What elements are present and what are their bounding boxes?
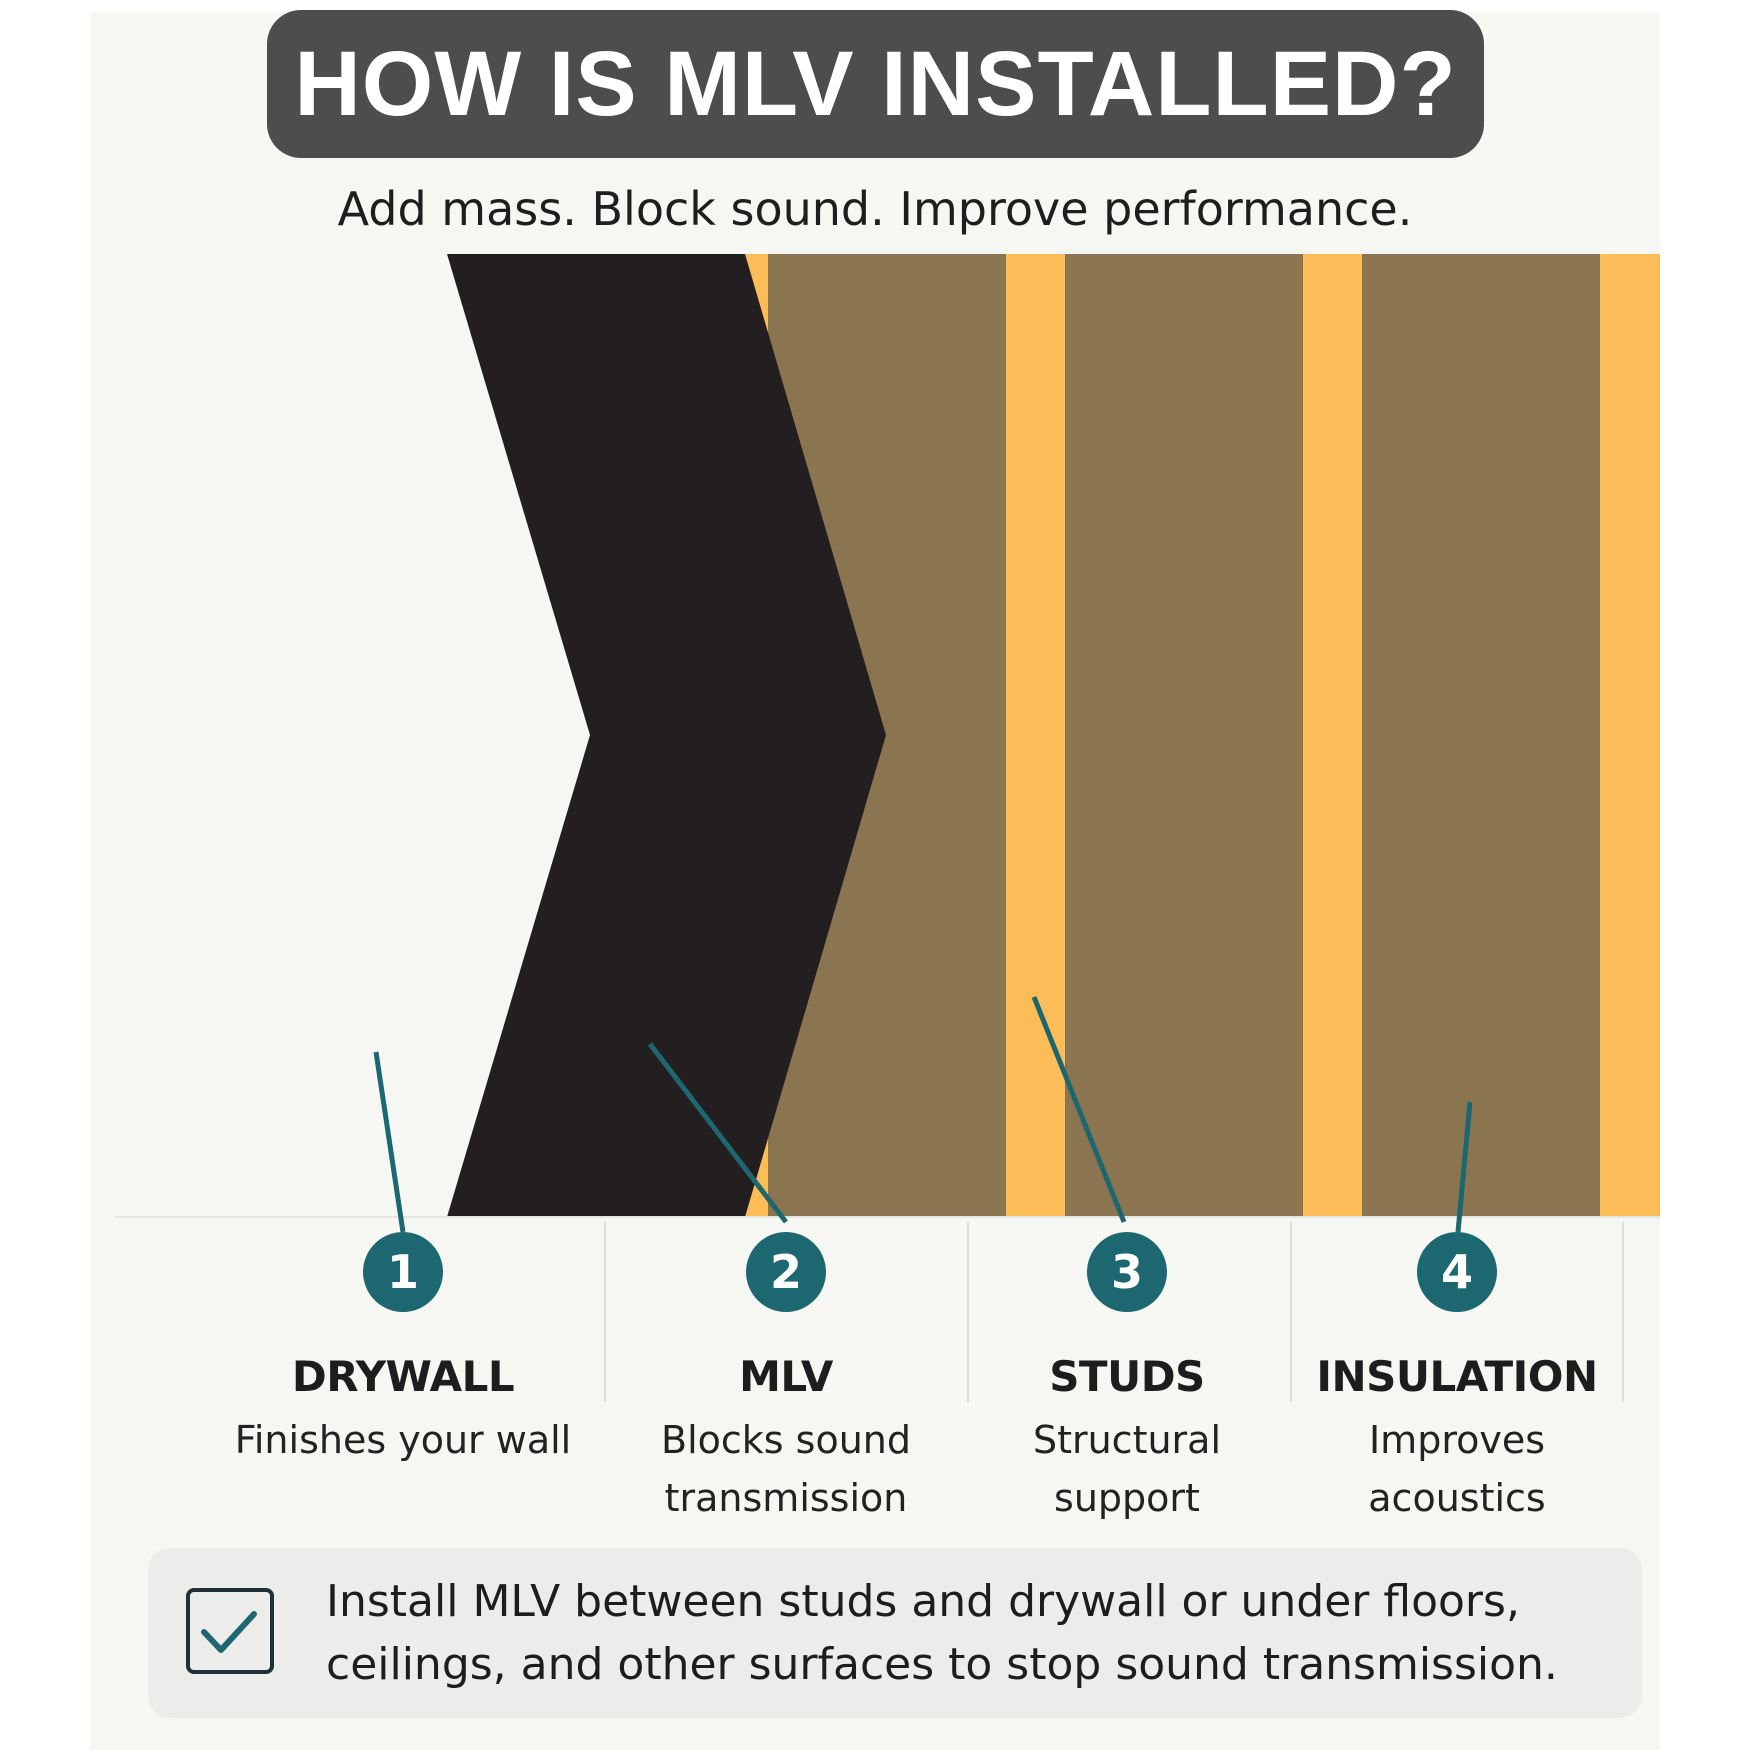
step-description-line: transmission xyxy=(664,1476,908,1520)
install-note: Install MLV between studs and drywall or… xyxy=(148,1548,1642,1718)
step-title: DRYWALL xyxy=(291,1352,515,1401)
step-mlv: 2 MLV Blocks sound transmission xyxy=(606,1232,966,1527)
divider xyxy=(967,1222,969,1402)
install-note-line: ceilings, and other surfaces to stop sou… xyxy=(326,1639,1558,1690)
mlv-layer xyxy=(447,254,886,1217)
page-title: HOW IS MLV INSTALLED? xyxy=(294,32,1457,135)
insulation-bay-2 xyxy=(1065,254,1303,1217)
title-banner: HOW IS MLV INSTALLED? xyxy=(267,10,1484,158)
leader-line-insulation xyxy=(1455,1101,1473,1233)
subtitle: Add mass. Block sound. Improve performan… xyxy=(337,182,1413,236)
divider xyxy=(1290,1222,1292,1402)
step-studs: 3 STUDS Structural support xyxy=(947,1232,1307,1527)
leader-line-mlv xyxy=(648,1042,788,1224)
step-number-badge: 1 xyxy=(363,1232,443,1312)
step-description-line: support xyxy=(1054,1476,1200,1520)
step-title: MLV xyxy=(739,1352,833,1401)
install-note-line: Install MLV between studs and drywall or… xyxy=(326,1576,1520,1627)
leader-line-studs xyxy=(1031,996,1127,1223)
step-title: STUDS xyxy=(1049,1352,1205,1401)
step-number-badge: 4 xyxy=(1417,1232,1497,1312)
divider xyxy=(1622,1222,1624,1402)
step-description-line: acoustics xyxy=(1368,1476,1546,1520)
step-number-badge: 2 xyxy=(746,1232,826,1312)
checkbox-checked-icon xyxy=(186,1588,274,1674)
step-description-line: Structural xyxy=(1032,1418,1222,1462)
step-description: Improves acoustics xyxy=(1277,1411,1637,1527)
step-description: Structural support xyxy=(947,1411,1307,1527)
step-title: INSULATION xyxy=(1316,1352,1598,1401)
insulation-bay-3 xyxy=(1362,254,1600,1217)
step-drywall: 1 DRYWALL Finishes your wall xyxy=(223,1232,583,1469)
divider xyxy=(604,1222,606,1402)
step-description-line: Improves xyxy=(1368,1418,1546,1462)
leader-line-drywall xyxy=(373,1051,406,1233)
step-insulation: 4 INSULATION Improves acoustics xyxy=(1277,1232,1637,1527)
install-note-text: Install MLV between studs and drywall or… xyxy=(326,1570,1626,1696)
step-description-line: Blocks sound xyxy=(661,1418,911,1462)
step-description: Blocks sound transmission xyxy=(606,1411,966,1527)
checkmark-icon xyxy=(201,1611,257,1653)
step-number-badge: 3 xyxy=(1087,1232,1167,1312)
step-description: Finishes your wall xyxy=(223,1411,583,1469)
step-description-line: Finishes your wall xyxy=(234,1418,572,1462)
